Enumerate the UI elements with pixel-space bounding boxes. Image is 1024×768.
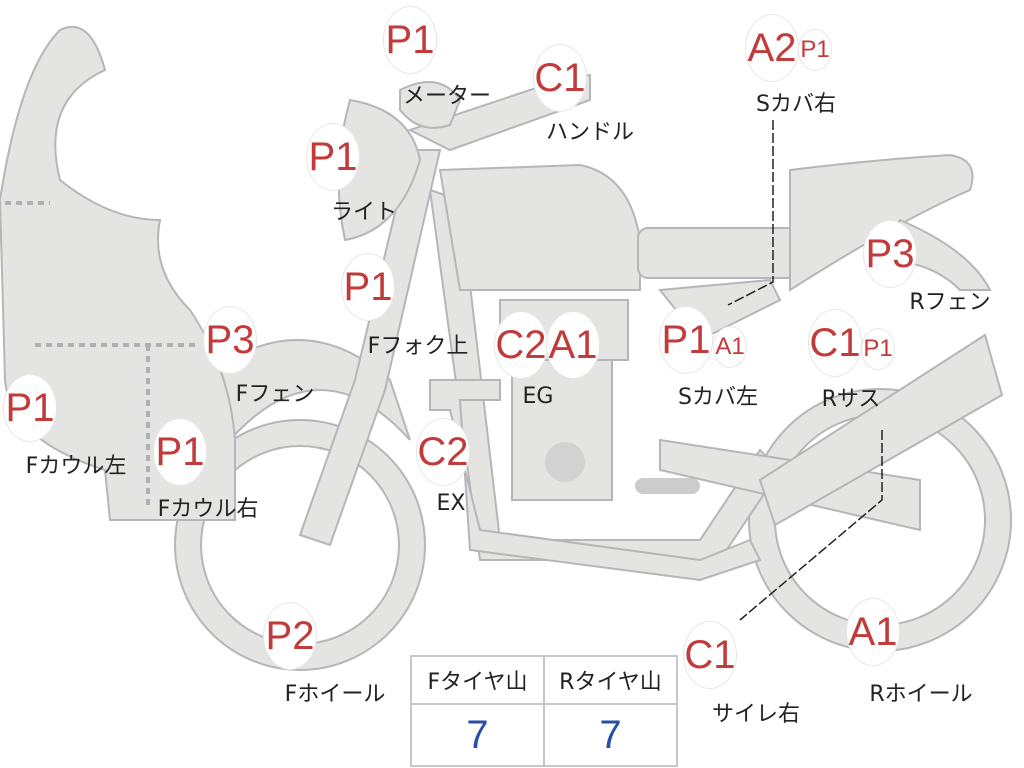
part-label: EG [522,384,554,409]
condition-code: C1 [683,621,737,689]
condition-code: P1 [153,418,207,486]
part-label: Sカバ左 [678,385,758,410]
condition-code: A1 [546,311,600,379]
exhaust [429,379,762,582]
tire-tread-table: Fタイヤ山 Rタイヤ山 7 7 [410,655,678,767]
part-label: Fフェン [235,382,315,407]
part-label: サイレ右 [711,702,801,727]
part-label: Fカウル右 [157,497,259,522]
side-cover [637,227,799,279]
muffler [758,333,1004,527]
condition-code: C2 [494,311,548,379]
part-label: ライト [330,200,398,225]
part-label: Fフォク上 [367,334,469,359]
condition-code: C1 [808,309,862,377]
part-label: EX [436,491,466,516]
condition-code: P1 [659,306,713,374]
rear-tire-header: Rタイヤ山 [543,655,678,705]
front-tire-header: Fタイヤ山 [410,655,545,705]
part-label: Fカウル左 [25,454,127,479]
condition-code: A2 [745,14,799,82]
part-label: Rフェン [909,290,991,315]
rear-tire-value: 7 [543,703,678,767]
fuel-tank [438,163,641,291]
part-label: Sカバ右 [756,92,836,117]
condition-code: P3 [203,306,257,374]
condition-code-small: P1 [798,29,832,71]
front-tire-value: 7 [410,703,545,767]
cowl [0,25,236,521]
condition-code: P1 [341,253,395,321]
condition-code: C1 [533,44,587,112]
condition-code: P1 [3,374,57,442]
condition-code-small: P1 [861,328,895,370]
condition-code: P2 [263,602,317,670]
front-fork [298,149,442,547]
part-label: Fホイール [284,682,386,707]
condition-code: P1 [383,6,437,74]
condition-code: C2 [416,418,470,486]
part-label: メーター [402,84,492,109]
condition-code-small: A1 [713,326,747,368]
part-label: Rホイール [869,682,973,707]
condition-code: P1 [306,123,360,191]
part-label: Rサス [821,387,881,412]
condition-code: P3 [863,220,917,288]
meter [399,81,462,129]
part-label: ハンドル [545,120,635,145]
front-fender [198,339,411,442]
condition-code: A1 [846,598,900,666]
